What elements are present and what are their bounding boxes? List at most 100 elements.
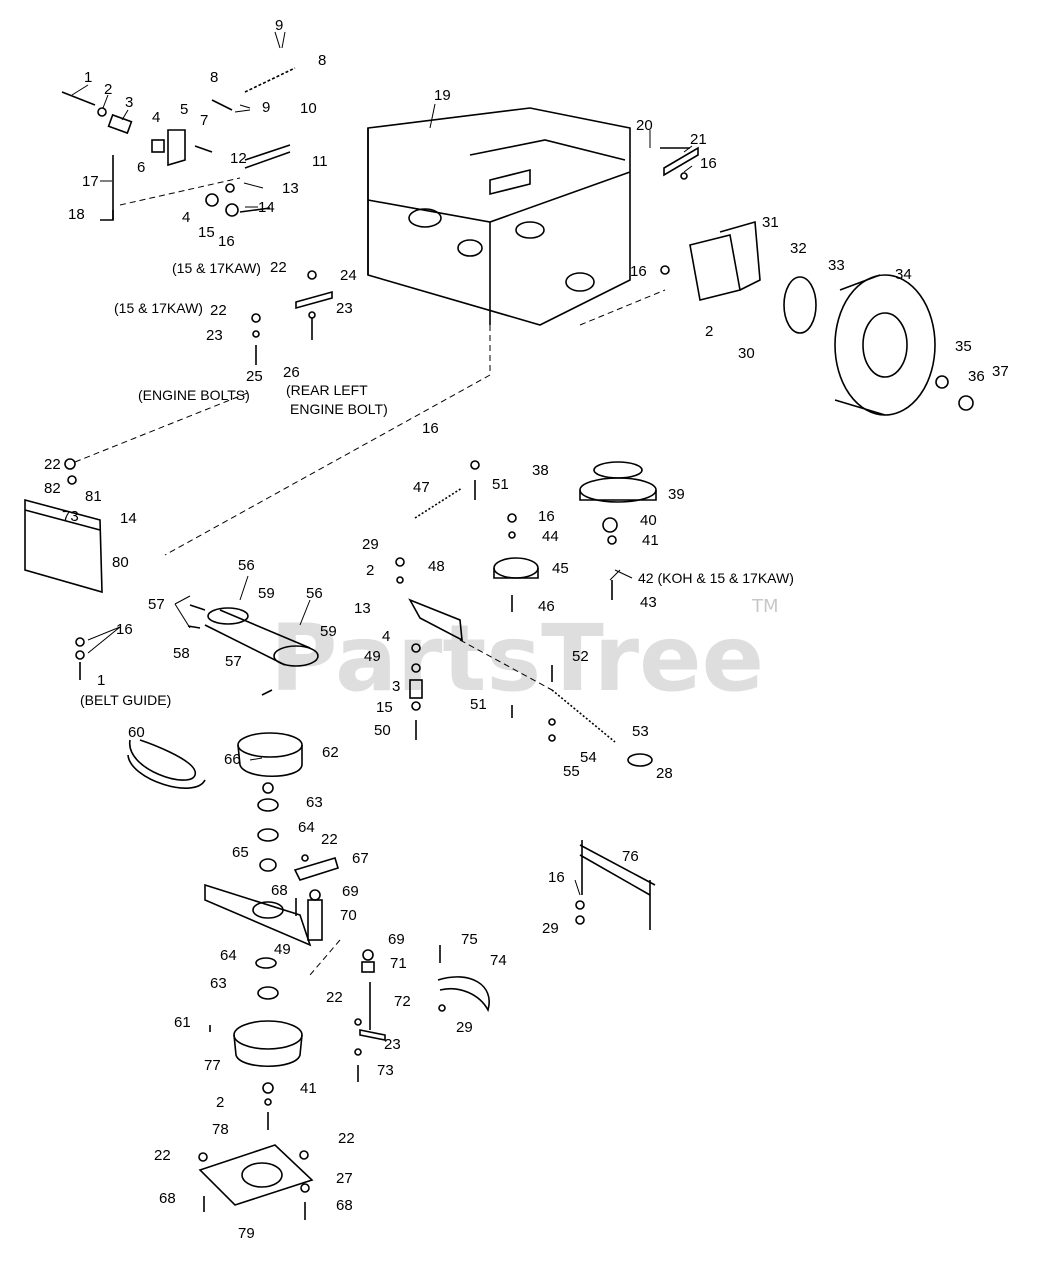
callout-16: 16 — [218, 233, 235, 250]
callout-4: 4 — [382, 628, 390, 645]
callout-41: 41 — [300, 1080, 317, 1097]
callout-1: 1 — [84, 69, 92, 86]
callout-61: 61 — [174, 1014, 191, 1031]
callout-9: 9 — [275, 17, 283, 34]
callout-15: 15 — [198, 224, 215, 241]
callout-68: 68 — [336, 1197, 353, 1214]
callout-2: 2 — [366, 562, 374, 579]
callout-22: 22 — [338, 1130, 355, 1147]
callout-31: 31 — [762, 214, 779, 231]
note-engine-bolts: (ENGINE BOLTS) — [138, 387, 250, 403]
callout-16: 16 — [116, 621, 133, 638]
callout-19: 19 — [434, 87, 451, 104]
callout-57: 57 — [148, 596, 165, 613]
callout-16: 16 — [422, 420, 439, 437]
callout-22: 22 — [321, 831, 338, 848]
callout-27: 27 — [336, 1170, 353, 1187]
callout-28: 28 — [656, 765, 673, 782]
callout-9: 9 — [262, 99, 270, 116]
note-labels: (15 & 17KAW) (15 & 17KAW) (ENGINE BOLTS)… — [80, 260, 388, 708]
callout-52: 52 — [572, 648, 589, 665]
callout-16: 16 — [538, 508, 555, 525]
callout-62: 62 — [322, 744, 339, 761]
callout-79: 79 — [238, 1225, 255, 1242]
callout-76: 76 — [622, 848, 639, 865]
callout-10: 10 — [300, 100, 317, 117]
callout-labels: 1 2 3 4 5 6 7 8 8 9 9 10 11 12 13 14 4 1… — [44, 17, 1009, 1242]
callout-2: 2 — [104, 81, 112, 98]
callout-3: 3 — [125, 94, 133, 111]
callout-65: 65 — [232, 844, 249, 861]
callout-24: 24 — [340, 267, 357, 284]
callout-68: 68 — [159, 1190, 176, 1207]
callout-71: 71 — [390, 955, 407, 972]
callout-1: 1 — [97, 672, 105, 689]
callout-37: 37 — [992, 363, 1009, 380]
linkage-parts — [61, 67, 296, 221]
callout-14: 14 — [120, 510, 137, 527]
callout-4: 4 — [182, 209, 190, 226]
callout-22: 22 — [210, 302, 227, 319]
callout-72: 72 — [394, 993, 411, 1010]
callout-17: 17 — [82, 173, 99, 190]
callout-29: 29 — [542, 920, 559, 937]
callout-39: 39 — [668, 486, 685, 503]
callout-64: 64 — [220, 947, 237, 964]
callout-8: 8 — [210, 69, 218, 86]
leader-lines — [71, 31, 693, 896]
callout-56: 56 — [306, 585, 323, 602]
callout-74: 74 — [490, 952, 507, 969]
callout-29: 29 — [362, 536, 379, 553]
callout-22: 22 — [44, 456, 61, 473]
callout-78: 78 — [212, 1121, 229, 1138]
wheel-assembly — [579, 146, 974, 416]
note-kaw: (15 & 17KAW) — [114, 300, 203, 316]
callout-36: 36 — [968, 368, 985, 385]
callout-41: 41 — [642, 532, 659, 549]
callout-68: 68 — [271, 882, 288, 899]
note-rear-left-line2: ENGINE BOLT) — [290, 401, 388, 417]
callout-47: 47 — [413, 479, 430, 496]
callout-50: 50 — [374, 722, 391, 739]
callout-25: 25 — [246, 368, 263, 385]
note-kaw: (15 & 17KAW) — [172, 260, 261, 276]
callout-5: 5 — [180, 101, 188, 118]
callout-43: 43 — [640, 594, 657, 611]
callout-73: 73 — [377, 1062, 394, 1079]
callout-77: 77 — [204, 1057, 221, 1074]
callout-12: 12 — [230, 150, 247, 167]
note-42-kaw: 42 (KOH & 15 & 17KAW) — [638, 570, 794, 586]
callout-23: 23 — [384, 1036, 401, 1053]
callout-69: 69 — [342, 883, 359, 900]
callout-14: 14 — [258, 199, 275, 216]
callout-13: 13 — [354, 600, 371, 617]
callout-15: 15 — [376, 699, 393, 716]
callout-58: 58 — [173, 645, 190, 662]
note-belt-guide: (BELT GUIDE) — [80, 692, 171, 708]
callout-30: 30 — [738, 345, 755, 362]
callout-57: 57 — [225, 653, 242, 670]
callout-56: 56 — [238, 557, 255, 574]
callout-16: 16 — [548, 869, 565, 886]
callout-59: 59 — [320, 623, 337, 640]
callout-20: 20 — [636, 117, 653, 134]
callout-7: 7 — [200, 112, 208, 129]
lower-pulley-assembly — [127, 732, 656, 1220]
callout-81: 81 — [85, 488, 102, 505]
callout-54: 54 — [580, 749, 597, 766]
callout-51: 51 — [470, 696, 487, 713]
callout-34: 34 — [895, 266, 912, 283]
callout-11: 11 — [312, 153, 328, 170]
callout-35: 35 — [955, 338, 972, 355]
frame-assembly — [367, 107, 631, 326]
callout-22: 22 — [326, 989, 343, 1006]
callout-26: 26 — [283, 364, 300, 381]
note-rear-left-line1: (REAR LEFT — [286, 382, 368, 398]
callout-55: 55 — [563, 763, 580, 780]
callout-48: 48 — [428, 558, 445, 575]
callout-75: 75 — [461, 931, 478, 948]
callout-80: 80 — [112, 554, 129, 571]
callout-8: 8 — [318, 52, 326, 69]
callout-32: 32 — [790, 240, 807, 257]
